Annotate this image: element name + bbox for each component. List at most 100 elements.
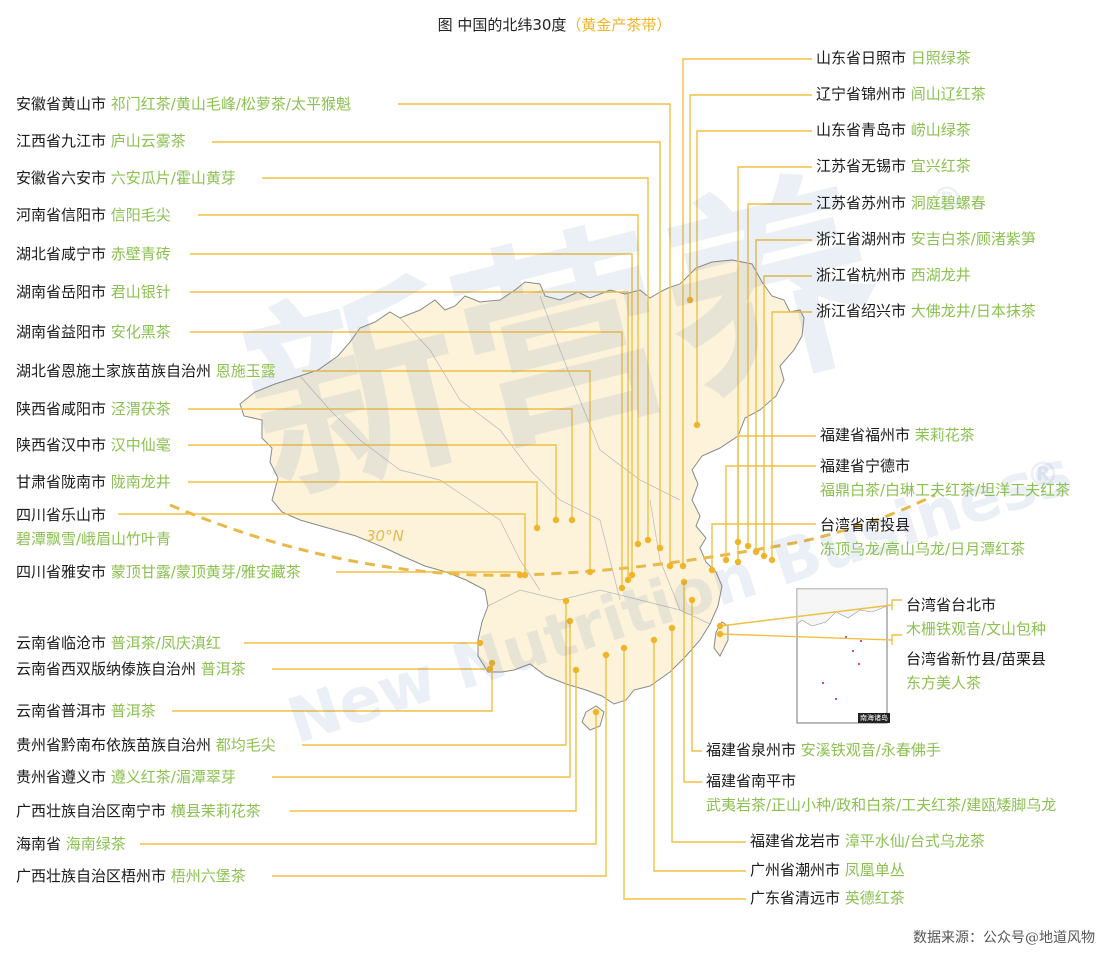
- label-suzhou: 江苏省苏州市 洞庭碧螺春: [816, 194, 986, 212]
- leader-jiujiang: [212, 141, 661, 548]
- taiwan-outline: [713, 621, 729, 657]
- leader-zunyi: [272, 621, 571, 778]
- label-zunyi: 贵州省遵义市 遵义红茶/湄潭翠芽: [16, 768, 236, 786]
- label-shaoxing: 浙江省绍兴市 大佛龙井/日本抹茶: [816, 302, 1036, 320]
- label-hainan: 海南省 海南绿茶: [16, 835, 126, 853]
- label-huzhou: 浙江省湖州市 安吉白茶/顾渚紫笋: [816, 230, 1036, 248]
- dot-jiujiang: [656, 544, 664, 552]
- leader-quanzhou: [691, 600, 702, 752]
- dot-enshi: [586, 568, 594, 576]
- label-yueyang: 湖南省岳阳市 君山银针: [16, 283, 171, 301]
- label-qingyuan: 广东省清远市 英德红茶: [750, 889, 905, 907]
- source-note: 数据来源：公众号@地道风物: [913, 930, 1095, 946]
- dot-longnan: [533, 524, 541, 532]
- inset-coast: [796, 588, 888, 627]
- latitude-30n-line: [169, 493, 936, 577]
- leader-yiyang: [190, 331, 623, 588]
- inset-islands: [822, 636, 862, 700]
- leader-longyan: [671, 628, 746, 843]
- leader-xianyang: [188, 408, 573, 520]
- label-rizhao: 山东省日照市 日照绿茶: [816, 49, 971, 67]
- dot-yueyang: [624, 576, 632, 584]
- label-enshi: 湖北省恩施土家族苗族自治州 恩施玉露: [16, 362, 276, 380]
- label-jinzhou: 辽宁省锦州市 闾山辽红茶: [816, 85, 986, 103]
- dot-quanzhou: [688, 596, 696, 604]
- leader-yueyang: [190, 291, 629, 580]
- label-qiannan: 贵州省黔南布依族苗族自治州 都均毛尖: [16, 736, 276, 754]
- leader-huzhou: [755, 239, 812, 552]
- dot-qiannan: [562, 597, 570, 605]
- label-wuxi: 江苏省无锡市 宜兴红茶: [816, 157, 971, 175]
- dot-rizhao: [679, 562, 687, 570]
- dot-suzhou: [744, 542, 752, 550]
- dot-jinzhou: [686, 296, 694, 304]
- label-luan: 安徽省六安市 六安瓜片/霍山黄芽: [16, 169, 236, 187]
- label-hanzhong: 陕西省汉中市 汉中仙毫: [16, 436, 171, 454]
- leader-luan: [262, 177, 649, 540]
- dot-qingdao: [693, 421, 701, 429]
- leader-jinzhou: [689, 94, 812, 300]
- leader-chaozhou: [653, 640, 746, 872]
- page-title: 图 中国的北纬30度（黄金产茶带）: [0, 14, 1109, 35]
- leader-qingyuan: [623, 648, 746, 900]
- dot-huangshan: [666, 562, 674, 570]
- dot-taipei: [716, 622, 724, 630]
- label-hangzhou: 浙江省杭州市 西湖龙井: [816, 266, 971, 284]
- leader-fuzhou: [737, 435, 816, 562]
- label-nantou: 台湾省南投县冻顶乌龙/高山乌龙/日月潭红茶: [820, 516, 1026, 558]
- leader-wuxi: [737, 166, 812, 542]
- label-taipei: 台湾省台北市木栅铁观音/文山包种: [906, 596, 1047, 638]
- dot-nanning: [572, 666, 580, 674]
- dot-leshan: [521, 571, 529, 579]
- inset-label: 南海诸岛: [858, 713, 890, 723]
- leader-lines: [118, 58, 902, 900]
- label-fuzhou: 福建省福州市 茉莉花茶: [820, 426, 975, 444]
- label-leshan: 四川省乐山市碧潭飘雪/峨眉山竹叶青: [16, 506, 172, 548]
- label-chaozhou: 广州省潮州市 凤凰单丛: [750, 861, 905, 879]
- label-yiyang: 湖南省益阳市 安化黑茶: [16, 323, 171, 341]
- leader-wuzhou: [272, 655, 607, 877]
- dot-zunyi: [566, 617, 574, 625]
- dot-yaan: [516, 571, 524, 579]
- dot-shaoxing: [768, 556, 776, 564]
- dot-fuzhou: [734, 558, 742, 566]
- leader-nanning: [290, 670, 577, 812]
- dot-longyan: [668, 624, 676, 632]
- dot-ningde: [722, 556, 730, 564]
- leader-taipei: [719, 599, 902, 627]
- leader-enshi: [302, 370, 591, 572]
- leader-nantou: [711, 523, 816, 570]
- leader-huangshan: [398, 103, 671, 566]
- dot-luan: [644, 536, 652, 544]
- title-highlight: （黄金产茶带）: [566, 16, 672, 34]
- title-main: 图 中国的北纬30度: [437, 16, 567, 34]
- dot-huzhou: [752, 548, 760, 556]
- leader-hainan: [140, 712, 597, 845]
- label-quanzhou: 福建省泉州市 安溪铁观音/永春佛手: [706, 741, 941, 759]
- label-jiujiang: 江西省九江市 庐山云雾茶: [16, 132, 186, 150]
- label-wuzhou: 广西壮族自治区梧州市 梧州六堡茶: [16, 867, 246, 885]
- leader-qiannan: [302, 601, 567, 746]
- label-lincang: 云南省临沧市 普洱茶/凤庆滇红: [16, 634, 221, 652]
- label-longyan: 福建省龙岩市 漳平水仙/台式乌龙茶: [750, 832, 985, 850]
- leader-nanping: [683, 582, 702, 783]
- label-longnan: 甘肃省陇南市 陇南龙井: [16, 473, 171, 491]
- label-hsinchu: 台湾省新竹县/苗栗县东方美人茶: [906, 650, 1047, 692]
- dot-xianyang: [568, 516, 576, 524]
- label-xishuangbanna: 云南省西双版纳傣族自治州 普洱茶: [16, 660, 246, 678]
- dot-hanzhong: [552, 516, 560, 524]
- dot-qingyuan: [620, 644, 628, 652]
- leader-shaoxing: [771, 311, 812, 560]
- dot-nanping: [680, 578, 688, 586]
- dot-hainan: [592, 708, 600, 716]
- label-huangshan: 安徽省黄山市 祁门红茶/黄山毛峰/松萝茶/太平猴魁: [16, 95, 351, 113]
- dot-yiyang: [618, 584, 626, 592]
- label-xianyang: 陕西省咸阳市 泾渭茯茶: [16, 400, 171, 418]
- leader-leshan: [118, 513, 526, 575]
- label-xinyang: 河南省信阳市 信阳毛尖: [16, 206, 171, 224]
- dot-nantou: [708, 566, 716, 574]
- leader-hanzhong: [188, 444, 557, 520]
- leader-hsinchu: [719, 633, 902, 645]
